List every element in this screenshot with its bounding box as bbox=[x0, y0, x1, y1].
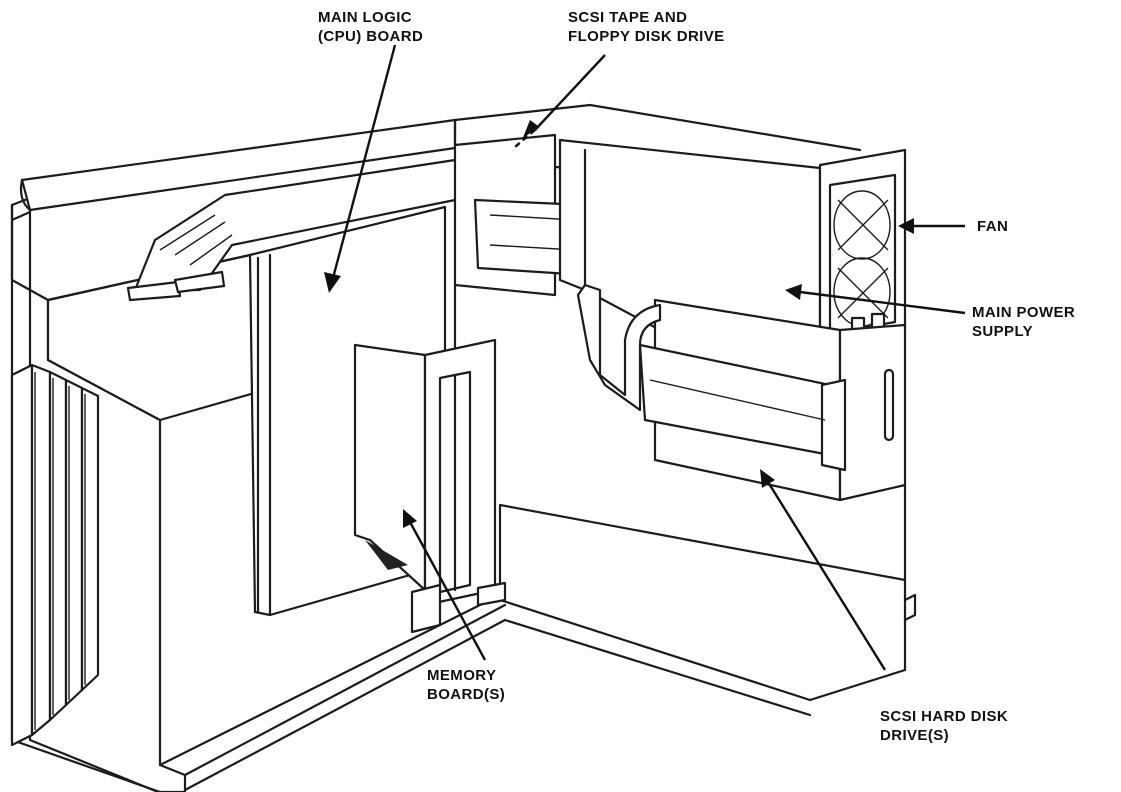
label-scsi-hard-disk: SCSI HARD DISK DRIVE(S) bbox=[880, 707, 1008, 745]
label-main-logic-board-line2: (CPU) BOARD bbox=[318, 28, 424, 45]
label-main-power-supply-line1: MAIN POWER bbox=[972, 304, 1076, 321]
label-scsi-tape-floppy-line1: SCSI TAPE AND bbox=[568, 9, 688, 26]
label-fan-line1: FAN bbox=[977, 218, 1009, 235]
label-main-logic-board: MAIN LOGIC (CPU) BOARD bbox=[318, 8, 423, 46]
fan-grille bbox=[818, 148, 907, 347]
label-memory-boards: MEMORY BOARD(S) bbox=[427, 666, 505, 704]
label-scsi-tape-floppy-line2: FLOPPY DISK DRIVE bbox=[568, 28, 725, 45]
label-memory-boards-line2: BOARD(S) bbox=[427, 686, 506, 703]
callout-arrow-fan bbox=[898, 218, 965, 234]
label-memory-boards-line1: MEMORY bbox=[427, 667, 497, 684]
label-fan: FAN bbox=[977, 217, 1008, 236]
label-main-power-supply: MAIN POWER SUPPLY bbox=[972, 303, 1075, 341]
label-scsi-hard-disk-line1: SCSI HARD DISK bbox=[880, 708, 1009, 725]
memory-board-shape bbox=[353, 338, 507, 634]
label-main-power-supply-line2: SUPPLY bbox=[972, 323, 1034, 340]
callout-arrow-power-supply bbox=[785, 284, 966, 315]
callout-arrow-memory bbox=[403, 509, 487, 661]
callout-arrow-tape-floppy bbox=[514, 54, 606, 148]
callout-arrow-hard-disk bbox=[760, 469, 887, 671]
drive-bay-cage bbox=[453, 133, 587, 297]
callout-arrow-logic-board bbox=[324, 44, 397, 293]
label-main-logic-board-line1: MAIN LOGIC bbox=[318, 9, 412, 26]
label-scsi-hard-disk-line2: DRIVE(S) bbox=[880, 727, 950, 744]
drive-ribbon-cables bbox=[576, 283, 662, 412]
expansion-slot-covers bbox=[10, 363, 100, 747]
hard-disk-drive-shape bbox=[638, 298, 907, 502]
chassis-floor bbox=[158, 283, 917, 792]
label-scsi-tape-floppy: SCSI TAPE AND FLOPPY DISK DRIVE bbox=[568, 8, 725, 46]
